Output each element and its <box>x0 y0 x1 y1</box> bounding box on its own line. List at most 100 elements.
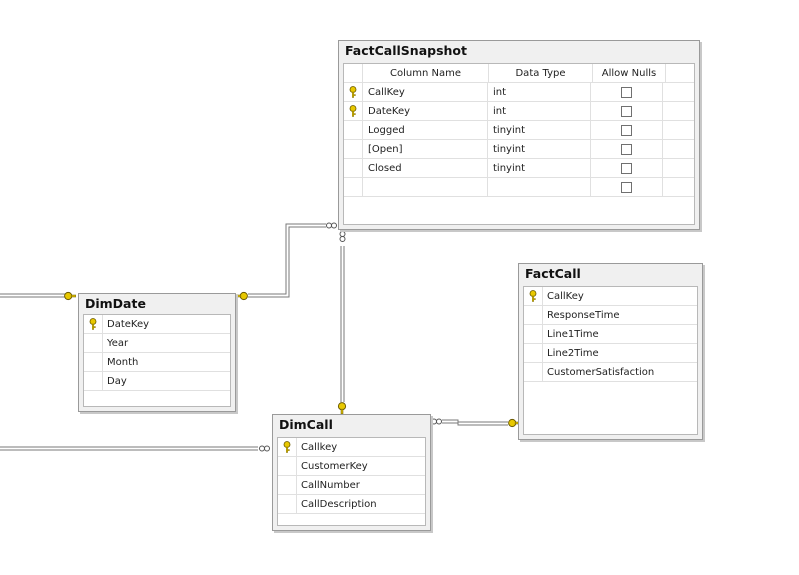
table-row[interactable]: ResponseTime <box>524 306 697 325</box>
row-selector[interactable] <box>524 306 543 324</box>
allow-nulls-checkbox[interactable] <box>621 124 632 136</box>
infinity-icon <box>326 222 337 229</box>
allow-nulls-checkbox[interactable] <box>621 105 632 117</box>
key-icon <box>337 402 347 414</box>
table-row[interactable]: DateKey <box>84 315 230 334</box>
relationship-factcall-dimcall <box>442 419 508 426</box>
table-row[interactable]: CustomerKey <box>278 457 425 476</box>
table-row[interactable]: Callkey <box>278 438 425 457</box>
table-row[interactable]: CustomerSatisfaction <box>524 363 697 382</box>
table-row[interactable]: Line1Time <box>524 325 697 344</box>
row-selector[interactable] <box>524 363 543 381</box>
table-row[interactable]: CallKey <box>524 287 697 306</box>
table-row[interactable]: [Open]tinyint <box>344 140 694 159</box>
column-name-cell[interactable]: Closed <box>363 159 488 177</box>
row-selector[interactable] <box>84 315 103 333</box>
column-name: CallNumber <box>301 479 360 491</box>
header-data-type: Data Type <box>489 64 593 82</box>
column-name: CustomerKey <box>301 460 368 472</box>
data-type-cell[interactable] <box>488 178 591 196</box>
table-title: DimCall <box>279 417 333 432</box>
column-name: ResponseTime <box>547 309 620 321</box>
table-title: FactCall <box>525 266 581 281</box>
allow-nulls-checkbox[interactable] <box>621 181 632 193</box>
table-row[interactable]: Day <box>84 372 230 391</box>
header-selector <box>344 64 363 82</box>
table-row[interactable]: Line2Time <box>524 344 697 363</box>
row-selector[interactable] <box>524 344 543 362</box>
primary-key-icon <box>349 105 357 117</box>
relationship-factcallsnapshot-dimcall <box>340 246 345 402</box>
table-row[interactable]: CallDescription <box>278 495 425 514</box>
allow-nulls-checkbox[interactable] <box>621 143 632 155</box>
table-row[interactable]: Year <box>84 334 230 353</box>
column-name: CustomerSatisfaction <box>547 366 655 378</box>
column-name: Line2Time <box>547 347 599 359</box>
infinity-icon <box>259 445 270 452</box>
data-type-cell[interactable]: int <box>488 102 591 120</box>
row-selector[interactable] <box>84 353 103 371</box>
row-selector[interactable] <box>278 457 297 475</box>
column-name-cell[interactable]: Logged <box>363 121 488 139</box>
row-selector[interactable] <box>344 140 363 158</box>
primary-key-icon <box>529 290 537 302</box>
table-row[interactable]: CallNumber <box>278 476 425 495</box>
row-selector[interactable] <box>344 159 363 177</box>
table-title: DimDate <box>85 296 146 311</box>
infinity-icon <box>339 231 346 242</box>
primary-key-icon <box>349 86 357 98</box>
header-allow-nulls: Allow Nulls <box>593 64 666 82</box>
column-name: CallKey <box>547 290 584 302</box>
column-name-cell[interactable] <box>363 178 488 196</box>
data-type-cell[interactable]: int <box>488 83 591 101</box>
allow-nulls-cell <box>591 121 663 139</box>
row-selector[interactable] <box>278 495 297 513</box>
data-type-cell[interactable]: tinyint <box>488 159 591 177</box>
data-type-cell[interactable]: tinyint <box>488 121 591 139</box>
column-name: Month <box>107 356 139 368</box>
row-selector[interactable] <box>278 438 297 456</box>
row-selector[interactable] <box>344 121 363 139</box>
row-selector[interactable] <box>84 334 103 352</box>
key-icon <box>64 291 76 301</box>
table-row[interactable]: Month <box>84 353 230 372</box>
table-factcallsnapshot[interactable]: FactCallSnapshot Column Name Data Type A… <box>338 40 700 230</box>
column-name: Callkey <box>301 441 338 453</box>
row-selector[interactable] <box>524 287 543 305</box>
allow-nulls-cell <box>591 102 663 120</box>
row-selector[interactable] <box>344 178 363 196</box>
key-icon <box>236 291 248 301</box>
row-selector[interactable] <box>278 476 297 494</box>
row-selector[interactable] <box>344 102 363 120</box>
column-name-cell[interactable]: [Open] <box>363 140 488 158</box>
relationship-offscreen-dimdate <box>0 293 66 298</box>
row-selector[interactable] <box>524 325 543 343</box>
column-name: CallDescription <box>301 498 377 510</box>
data-type-cell[interactable]: tinyint <box>488 140 591 158</box>
table-row[interactable] <box>344 178 694 197</box>
row-selector[interactable] <box>84 372 103 390</box>
infinity-icon <box>431 418 442 425</box>
allow-nulls-checkbox[interactable] <box>621 86 632 98</box>
allow-nulls-cell <box>591 159 663 177</box>
row-selector[interactable] <box>344 83 363 101</box>
column-name-cell[interactable]: DateKey <box>363 102 488 120</box>
column-name: Line1Time <box>547 328 599 340</box>
column-name: Day <box>107 375 127 387</box>
allow-nulls-cell <box>591 83 663 101</box>
column-grid: Column Name Data Type Allow Nulls CallKe… <box>343 63 695 225</box>
allow-nulls-checkbox[interactable] <box>621 162 632 174</box>
column-name-cell[interactable]: CallKey <box>363 83 488 101</box>
allow-nulls-cell <box>591 140 663 158</box>
column-name: Year <box>107 337 129 349</box>
